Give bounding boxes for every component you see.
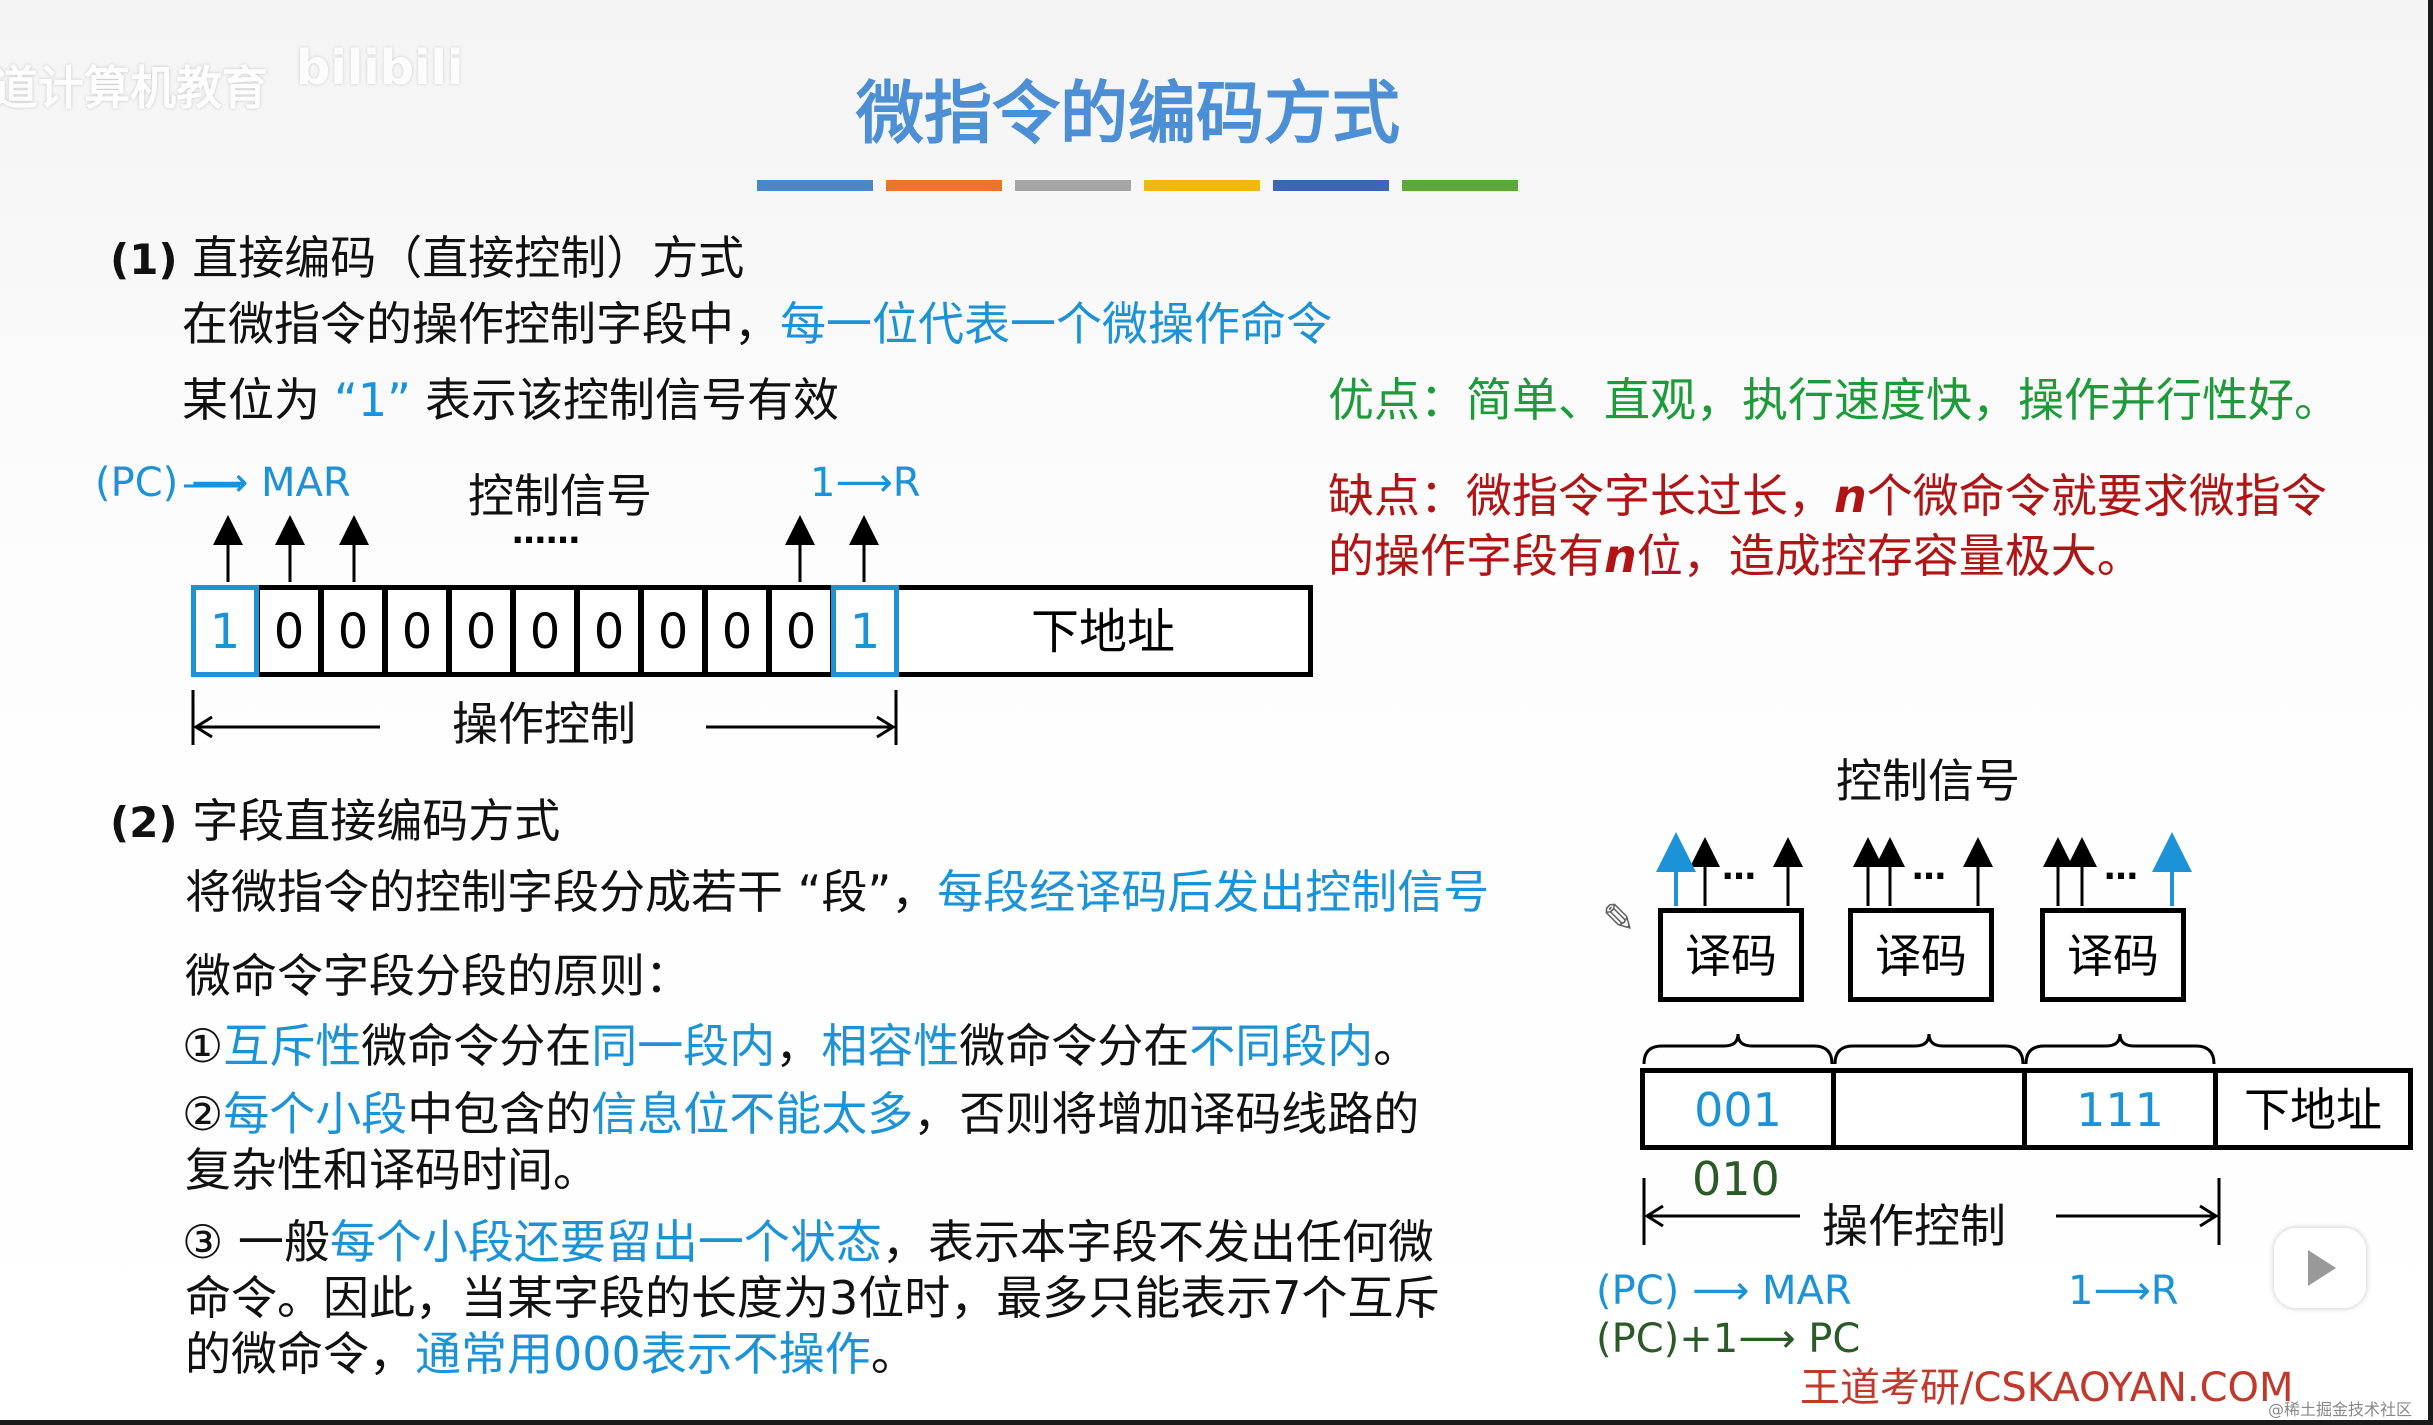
title-bar-3 [1015,180,1131,191]
title-bar-2 [886,180,1002,191]
field-1: 001 [1640,1068,1836,1150]
s1-ellipsis: …… [512,512,580,552]
play-button[interactable] [2274,1228,2366,1308]
s1-line2-b: “1” [334,373,411,427]
rule-3-line2: 命令。因此，当某字段的长度为3位时，最多只能表示7个互斥 [185,1271,1440,1325]
field-2 [1831,1068,2027,1150]
bit-cell-3: 0 [319,585,387,677]
bit-cell-4: 0 [383,585,451,677]
title-bar-6 [1402,180,1518,191]
brand-footer: 王道考研/CSKAOYAN.COM [1800,1365,2294,1411]
dec2-dots: … [1912,848,1946,888]
field-2-value: 010 [1692,1152,1780,1206]
d2-control-signal: 控制信号 [1836,754,2020,808]
rule2-num: ② [182,1087,224,1141]
s2-line1-b: 每段经译码后发出控制信号 [937,865,1490,919]
rule1-e: 相容性 [821,1019,960,1073]
title-bar-1 [757,180,873,191]
s1-line1-a: 在微指令的操作控制字段中， [182,297,780,351]
rule1-num: ① [182,1019,224,1073]
rule2-b: 中包含的 [407,1087,592,1141]
bit-cell-7: 0 [575,585,643,677]
pencil-icon: ✎ [1602,896,1636,942]
d2-one-r: 1⟶R [2068,1268,2179,1314]
rule1-f: 微命令分在 [959,1019,1190,1073]
cons-line1-a: 缺点：微指令字长过长， [1328,469,1834,523]
rule1-d: ， [775,1019,822,1073]
cons-line2-a: 的操作字段有 [1328,529,1604,583]
s1-one-r: 1⟶R [810,460,921,506]
rule3-l3-a: 的微命令， [185,1327,415,1381]
rule-2-line2: 复杂性和译码时间。 [185,1143,599,1197]
decoder-3: 译码 [2040,908,2186,1002]
s1-op-control: 操作控制 [452,697,636,751]
d2-pc-mar: (PC) ⟶ MAR [1596,1268,1852,1314]
rule1-h: 。 [1373,1019,1420,1073]
rule-1: ①互斥性微命令分在同一段内，相容性微命令分在不同段内。 [182,1010,1419,1076]
rule1-b: 微命令分在 [361,1019,592,1073]
title-bar-5 [1273,180,1389,191]
decoder-1: 译码 [1658,908,1804,1002]
title-bar-4 [1144,180,1260,191]
d2-pc-inc: (PC)+1⟶ PC [1596,1316,1861,1362]
d2-next-address: 下地址 [2213,1068,2413,1150]
section1-line2: 某位为 “1”表示该控制信号有效 [182,364,839,430]
rule3-a: 每个小段还要留出一个状态 [329,1215,882,1269]
bit-cell-11: 1 [831,585,899,677]
cons-n1: n [1834,469,1867,523]
section1-heading: (1) 直接编码（直接控制）方式 [110,231,745,285]
section2-heading-text: 字段直接编码方式 [192,794,561,848]
rule3-b: ，表示本字段不发出任何微 [881,1215,1434,1269]
pros-text: 优点：简单、直观，执行速度快，操作并行性好。 [1328,373,2340,427]
s1-line2-c: 表示该控制信号有效 [424,373,839,427]
rule3-num: ③ 一般 [182,1215,330,1269]
decoder-2: 译码 [1848,908,1994,1002]
cons-line1: 缺点：微指令字长过长，n个微命令就要求微指令 [1328,460,2327,526]
d2-op-control: 操作控制 [1822,1199,2006,1253]
section1-heading-text: 直接编码（直接控制）方式 [192,231,745,285]
rule-3-line3: 的微命令，通常用000表示不操作。 [185,1318,917,1384]
s1-pc-mar: (PC) ⟶ MAR [95,460,351,506]
s1-control-signal: 控制信号 [468,469,652,523]
field-3: 111 [2022,1068,2218,1150]
bilibili-logo: bilibili [296,40,464,96]
rule-3: ③ 一般每个小段还要留出一个状态，表示本字段不发出任何微 [182,1206,1434,1272]
s2-line1-a: 将微指令的控制字段分成若干 “段”， [185,865,938,919]
cons-line2-b: 位，造成控存容量极大。 [1636,529,2143,583]
slide-title: 微指令的编码方式 [855,75,1400,154]
rule1-a: 互斥性 [223,1019,362,1073]
watermark-text: 道计算机教育 [0,61,268,115]
bit-cell-8: 0 [639,585,707,677]
rule1-c: 同一段内 [591,1019,776,1073]
corner-watermark: @稀土掘金技术社区 [2268,1400,2413,1419]
rule3-l3-b: 通常用000表示不操作 [415,1327,871,1381]
section2-heading: (2) 字段直接编码方式 [110,794,561,848]
rule1-g: 不同段内 [1189,1019,1374,1073]
section1-line1: 在微指令的操作控制字段中，每一位代表一个微操作命令 [182,288,1332,354]
s2-principle: 微命令字段分段的原则： [185,949,691,1003]
rule3-l3-c: 。 [870,1327,917,1381]
dec1-dots: … [1722,848,1756,888]
cons-line2: 的操作字段有n位，造成控存容量极大。 [1328,520,2143,586]
dec3-dots: … [2104,848,2138,888]
cons-line1-b: 个微命令就要求微指令 [1866,469,2327,523]
play-icon [2308,1250,2336,1286]
s1-line2-a: 某位为 [182,373,320,427]
rule2-c: 信息位不能太多 [591,1087,914,1141]
rule2-a: 每个小段 [223,1087,408,1141]
section2-line1: 将微指令的控制字段分成若干 “段”，每段经译码后发出控制信号 [185,856,1489,922]
rule-2: ②每个小段中包含的信息位不能太多，否则将增加译码线路的 [182,1078,1419,1144]
bit-cell-1: 1 [191,585,259,677]
s1-next-address: 下地址 [893,585,1313,677]
s1-line1-b: 每一位代表一个微操作命令 [780,297,1332,351]
rule2-d: ，否则将增加译码线路的 [913,1087,1420,1141]
cons-n2: n [1604,529,1637,583]
